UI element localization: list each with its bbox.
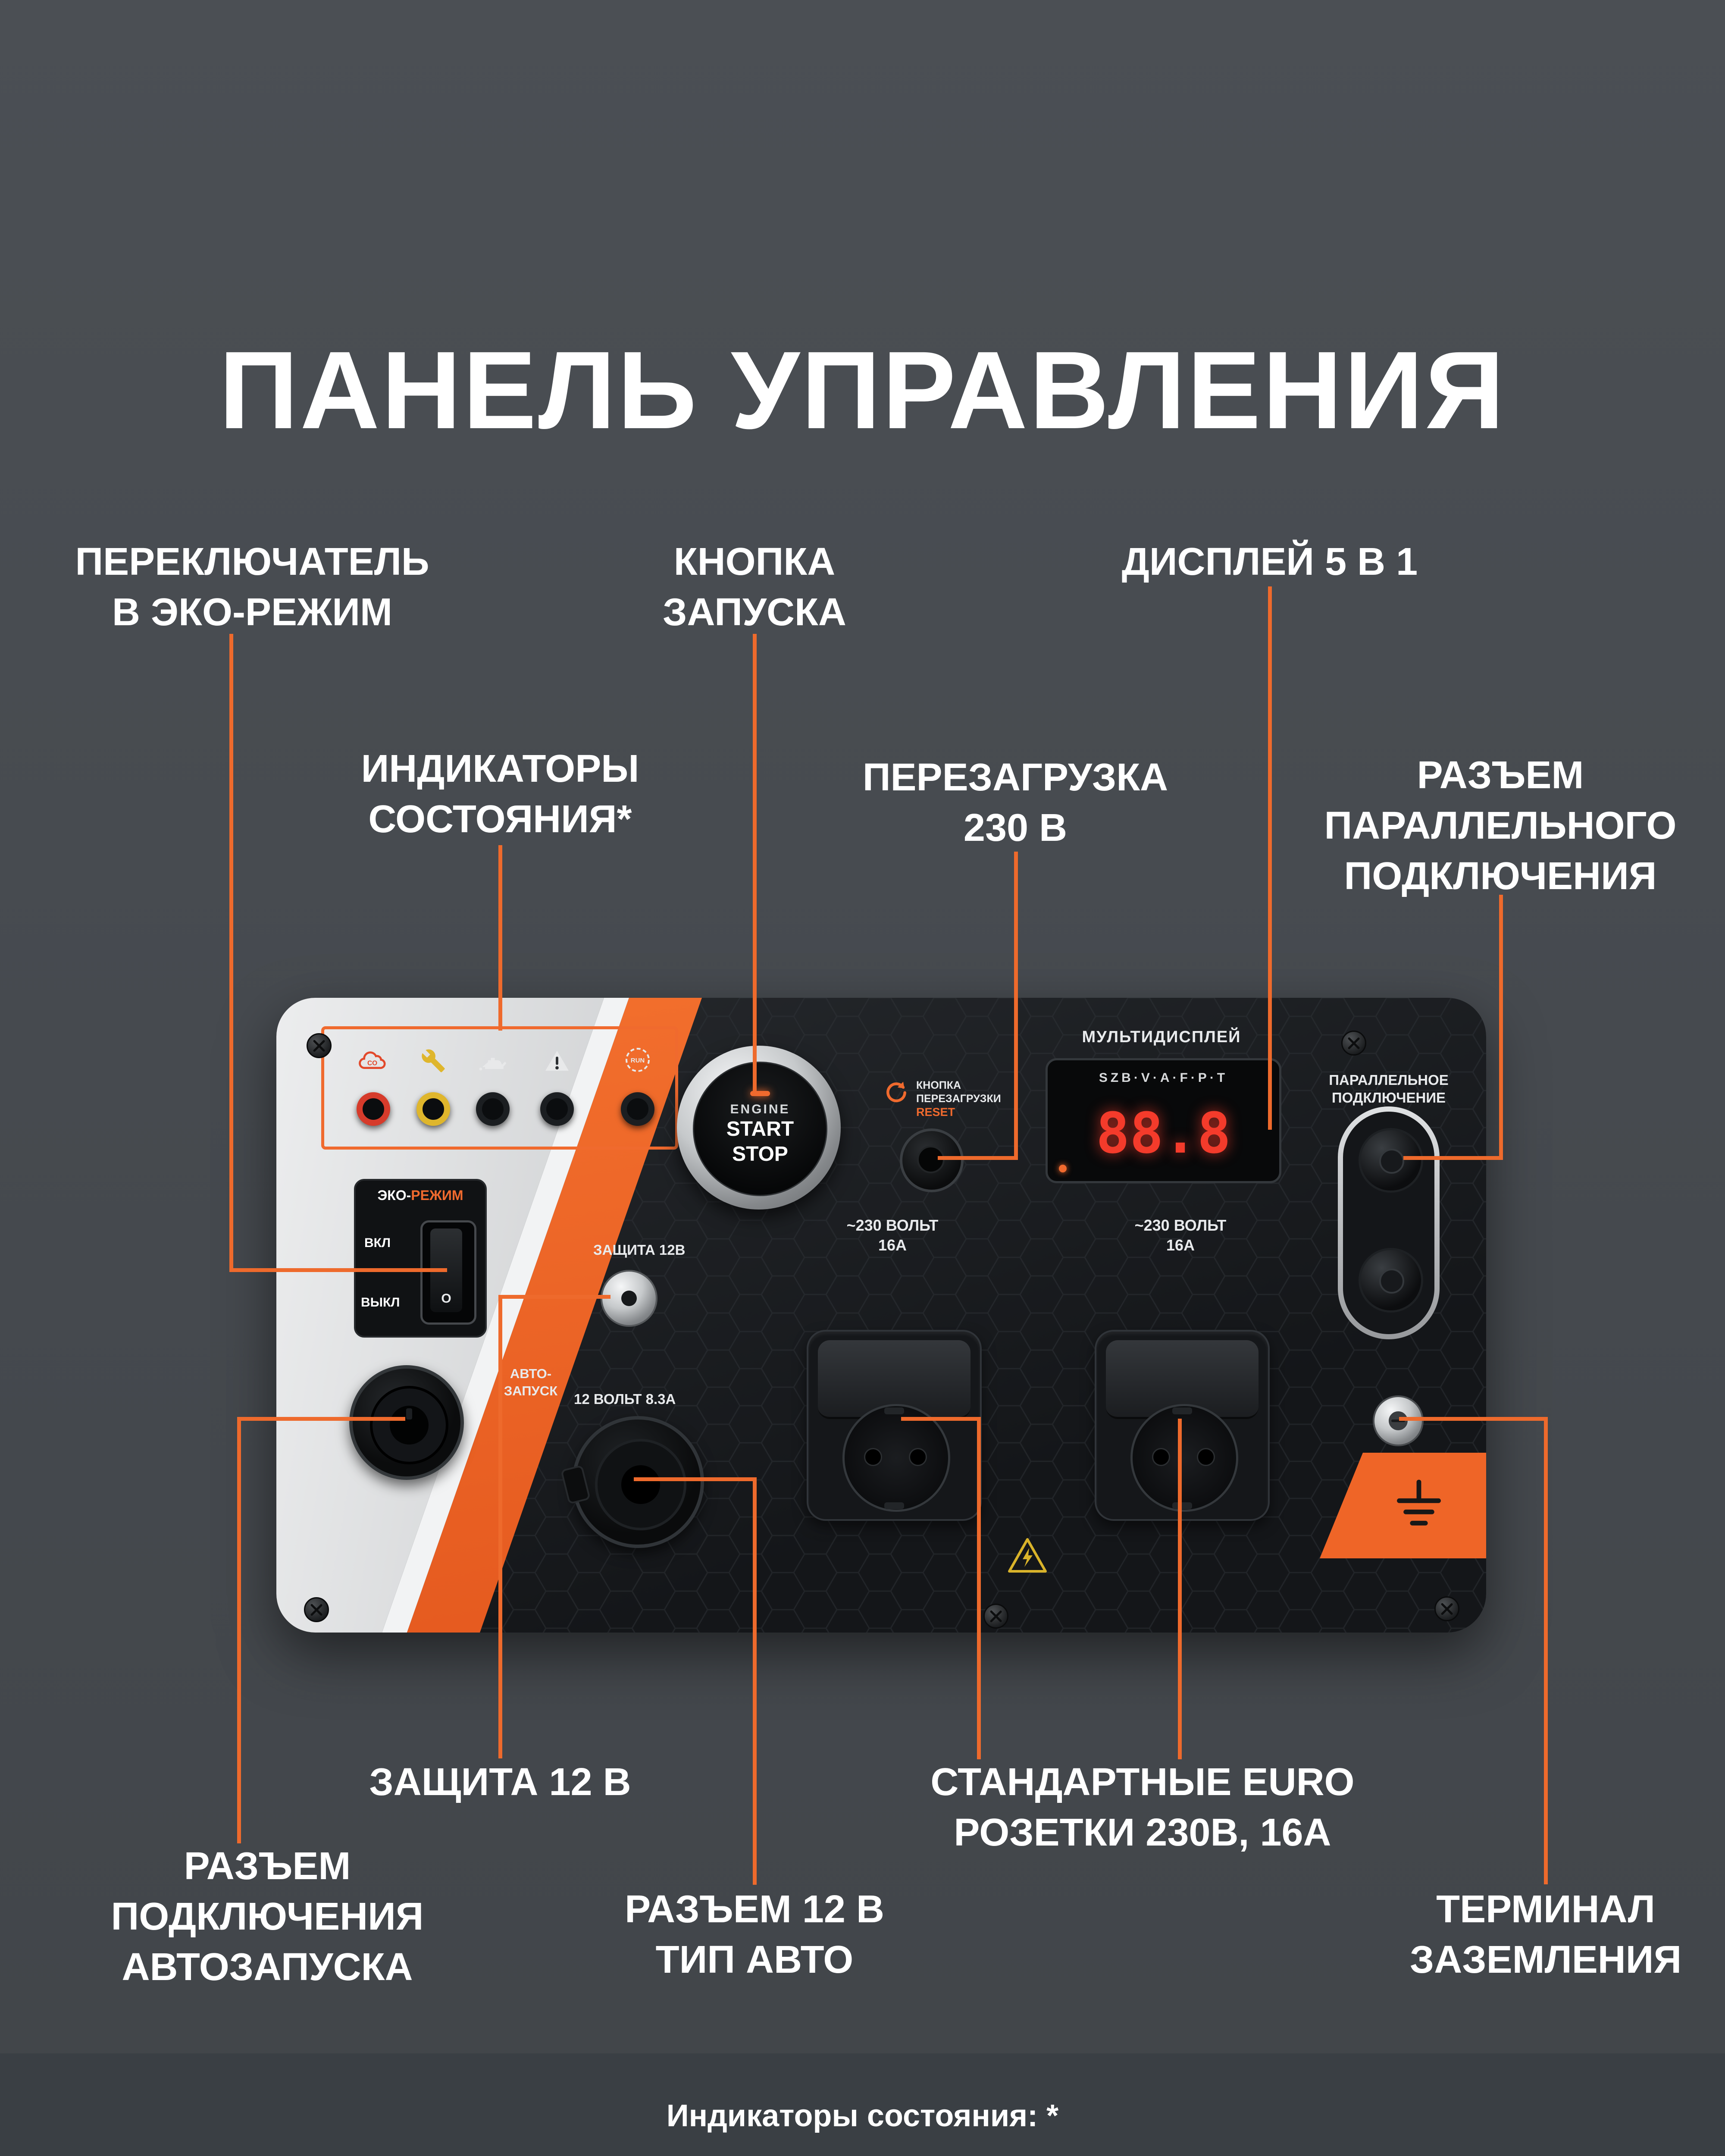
leader-ground-vertical [1544,1419,1548,1884]
page-title: ПАНЕЛЬ УПРАВЛЕНИЯ [219,329,1506,452]
ground-terminal[interactable] [1373,1395,1424,1446]
parallel-terminal-top[interactable] [1359,1128,1423,1193]
protection-12v-label: ЗАЩИТА 12В [593,1242,686,1258]
status-light-service [416,1092,450,1126]
leader-reset-vertical [1014,852,1018,1160]
autostart-label: АВТО- ЗАПУСК [504,1366,558,1398]
eco-on-label: ВКЛ [364,1236,391,1250]
callout-reset: ПЕРЕЗАГРУЗКА 230 В [862,756,1168,849]
leader-socket12-horizontal [634,1477,757,1481]
callout-protection-12v: ЗАЩИТА 12 В [369,1761,631,1804]
electric-hazard-icon [1007,1537,1048,1576]
start-button-face: ENGINE START STOP [693,1062,827,1196]
euro-outlet-right[interactable] [1095,1330,1270,1521]
outlet-right-label: ~230 ВОЛЬТ 16А [1134,1216,1227,1254]
callout-start-button: КНОПКА ЗАПУСКА [663,540,846,634]
svg-text:CO: CO [367,1060,377,1067]
socket-12v-label: 12 ВОЛЬТ 8.3А [574,1391,676,1407]
leader-euro-left-vertical [977,1419,981,1759]
legend-strip: Индикаторы состояния: * Индикатор масла [0,2053,1725,2156]
status-light-run [621,1092,654,1126]
leader-start-vertical [753,634,757,1091]
leader-parallel-horizontal [1403,1156,1503,1160]
callout-socket-12v: РАЗЪЕМ 12 В ТИП АВТО [625,1888,884,1981]
leader-euro-left-horizontal [901,1417,981,1421]
leader-eco-horizontal [229,1268,447,1272]
status-light-co [357,1092,390,1126]
wrench-icon [415,1045,451,1076]
multidisplay-digits: 88.8 [1096,1100,1231,1166]
autostart-connector[interactable] [349,1365,464,1480]
screw [304,1597,329,1622]
parallel-label: ПАРАЛЛЕЛЬНОЕ ПОДКЛЮЧЕНИЕ [1329,1072,1449,1106]
status-light-overload [540,1092,574,1126]
oil-can-icon [475,1045,511,1076]
warning-triangle-icon [539,1045,575,1076]
callout-indicators: ИНДИКАТОРЫ СОСТОЯНИЯ* [361,747,639,841]
screw [1341,1031,1366,1056]
legend-title: Индикаторы состояния: * [666,2099,1059,2133]
co-cloud-icon: CO [355,1045,391,1076]
callout-autostart: РАЗЪЕМ ПОДКЛЮЧЕНИЯ АВТОЗАПУСКА [111,1845,424,1989]
screw [983,1604,1008,1629]
callout-euro-outlets: СТАНДАРТНЫЕ EURO РОЗЕТКИ 230В, 16А [930,1761,1355,1854]
leader-autostart-horizontal [237,1417,405,1421]
eco-rocker-switch[interactable]: O [420,1220,476,1325]
reset-label-group: КНОПКА ПЕРЕЗАГРУЗКИ RESET [883,1079,1001,1119]
multidisplay-unit: SZB·V·A·F·P·T 88.8 [1046,1058,1281,1183]
leader-euro-right-vertical [1178,1419,1182,1759]
generator-control-panel: CO RUN [276,998,1486,1633]
eco-module: ЭКО-РЕЖИМ ВКЛ ВЫКЛ O [354,1179,487,1338]
multidisplay-mode-letters: SZB·V·A·F·P·T [1099,1071,1228,1085]
leader-protection-vertical [498,1295,502,1758]
socket-12v-auto[interactable] [560,1416,704,1548]
status-light-oil [476,1092,510,1126]
svg-text:RUN: RUN [631,1057,645,1064]
multidisplay-title: МУЛЬТИДИСПЛЕЙ [1082,1028,1241,1046]
callout-eco-switch: ПЕРЕКЛЮЧАТЕЛЬ В ЭКО-РЕЖИМ [75,540,429,634]
leader-protection-horizontal [498,1295,610,1299]
reset-icon [886,1081,906,1103]
screw [1434,1596,1459,1621]
leader-socket12-vertical [753,1477,757,1885]
leader-eco-vertical [229,634,233,1270]
screw [307,1033,332,1058]
leader-parallel-vertical [1499,895,1503,1160]
engine-start-stop-button[interactable]: ENGINE START STOP [677,1046,841,1210]
run-indicator-icon: RUN [620,1044,656,1075]
leader-autostart-vertical [237,1419,241,1843]
reset-230v-button[interactable] [900,1128,964,1192]
leader-indicators-vertical [498,845,502,1031]
leader-display-vertical [1268,586,1272,1130]
callout-parallel: РАЗЪЕМ ПАРАЛЛЕЛЬНОГО ПОДКЛЮЧЕНИЯ [1324,754,1677,898]
callout-display: ДИСПЛЕЙ 5 В 1 [1121,540,1418,583]
start-button-indicator [750,1091,770,1096]
outlet-left-label: ~230 ВОЛЬТ 16А [846,1216,939,1254]
eco-off-label: ВЫКЛ [361,1295,400,1310]
ground-symbol-icon [1397,1479,1441,1526]
callout-ground-terminal: ТЕРМИНАЛ ЗАЗЕМЛЕНИЯ [1409,1888,1682,1981]
parallel-terminal-bottom[interactable] [1359,1248,1423,1313]
leader-reset-horizontal [938,1156,1018,1160]
leader-ground-horizontal [1399,1417,1548,1421]
eco-label: ЭКО-РЕЖИМ [377,1188,463,1203]
euro-outlet-left[interactable] [807,1330,982,1521]
multidisplay-power-dot [1059,1165,1067,1172]
